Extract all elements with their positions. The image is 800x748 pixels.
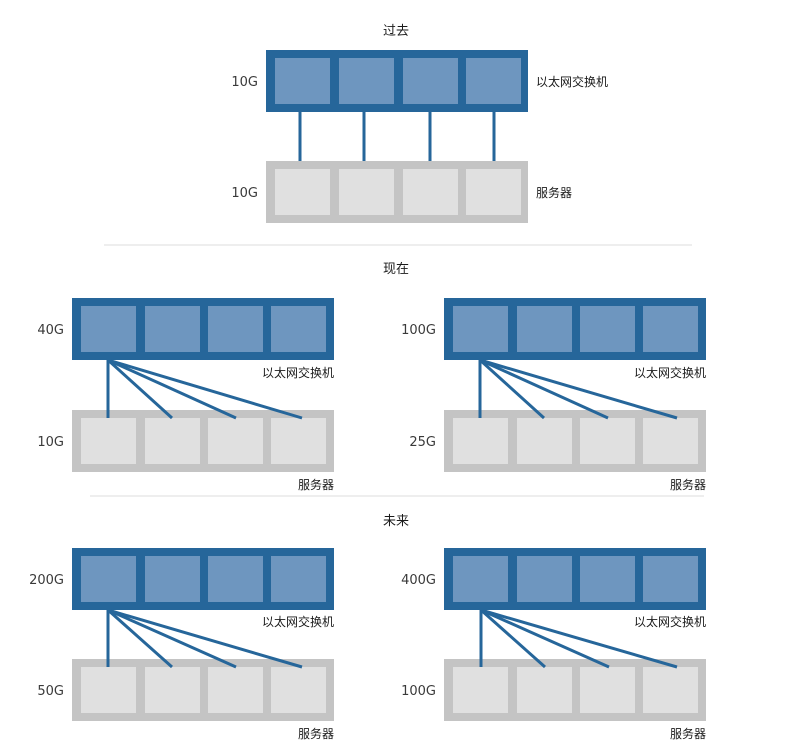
now-left-server xyxy=(72,410,334,472)
future-right-server-label: 服务器 xyxy=(670,726,706,741)
link-line xyxy=(480,608,546,669)
section-title-now: 现在 xyxy=(383,262,409,277)
link-line xyxy=(107,608,237,669)
future-left-server xyxy=(72,659,334,721)
switch-port xyxy=(580,556,635,602)
server-port xyxy=(145,667,200,713)
server-port xyxy=(466,169,521,215)
now-right-server xyxy=(444,410,706,472)
future-left-switch-speed: 200G xyxy=(29,573,64,588)
link-line xyxy=(478,358,546,420)
future-right-links xyxy=(479,608,678,669)
link-line xyxy=(107,358,303,420)
server-port xyxy=(271,418,326,464)
future-right-switch-label: 以太网交换机 xyxy=(634,614,706,629)
now-left-server-speed: 10G xyxy=(37,435,64,450)
past-server xyxy=(266,161,528,223)
switch-port xyxy=(208,556,263,602)
server-port xyxy=(453,667,508,713)
switch-port xyxy=(466,58,521,104)
future-left-links xyxy=(106,608,303,669)
server-port xyxy=(271,667,326,713)
switch-port xyxy=(145,306,200,352)
past-links xyxy=(298,112,496,169)
switch-port xyxy=(403,58,458,104)
switch-port xyxy=(453,306,508,352)
switch-port xyxy=(275,58,330,104)
switch-port xyxy=(517,306,572,352)
now-right-switch-label: 以太网交换机 xyxy=(634,365,706,380)
future-left-switch-label: 以太网交换机 xyxy=(262,614,334,629)
past-switch-speed: 10G xyxy=(231,75,258,90)
future-right-server xyxy=(444,659,706,721)
server-port xyxy=(517,418,572,464)
server-port xyxy=(403,169,458,215)
now-left-switch xyxy=(72,298,334,360)
link-line xyxy=(480,608,610,669)
server-port xyxy=(208,667,263,713)
switch-port xyxy=(271,306,326,352)
now-right-switch-speed: 100G xyxy=(401,323,436,338)
now-left-links xyxy=(106,358,303,420)
now-left-switch-speed: 40G xyxy=(37,323,64,338)
server-port xyxy=(81,667,136,713)
now-right-server-label: 服务器 xyxy=(670,477,706,492)
now-left-switch-label: 以太网交换机 xyxy=(262,365,334,380)
switch-port xyxy=(271,556,326,602)
server-port xyxy=(339,169,394,215)
switch-port xyxy=(580,306,635,352)
future-right-switch xyxy=(444,548,706,610)
switch-port xyxy=(145,556,200,602)
past-switch xyxy=(266,50,528,112)
server-port xyxy=(580,418,635,464)
link-line xyxy=(107,608,303,669)
switch-port xyxy=(81,556,136,602)
server-port xyxy=(81,418,136,464)
now-right-switch xyxy=(444,298,706,360)
switch-port xyxy=(453,556,508,602)
future-left-server-label: 服务器 xyxy=(298,726,334,741)
switch-port xyxy=(643,306,698,352)
switch-port xyxy=(81,306,136,352)
now-right-links xyxy=(478,358,678,420)
link-line xyxy=(106,358,174,420)
link-line xyxy=(479,358,609,420)
link-line xyxy=(107,608,173,669)
server-port xyxy=(275,169,330,215)
now-left-server-label: 服务器 xyxy=(298,477,334,492)
switch-port xyxy=(517,556,572,602)
link-line xyxy=(107,358,237,420)
future-right-switch-speed: 400G xyxy=(401,573,436,588)
section-title-past: 过去 xyxy=(383,24,409,39)
future-left-server-speed: 50G xyxy=(37,684,64,699)
switch-port xyxy=(643,556,698,602)
now-right-server-speed: 25G xyxy=(409,435,436,450)
section-title-future: 未来 xyxy=(383,514,409,529)
past-switch-label: 以太网交换机 xyxy=(536,74,608,89)
server-port xyxy=(643,667,698,713)
future-left-switch xyxy=(72,548,334,610)
server-port xyxy=(643,418,698,464)
server-port xyxy=(208,418,263,464)
switch-port xyxy=(339,58,394,104)
server-port xyxy=(517,667,572,713)
server-port xyxy=(453,418,508,464)
server-port xyxy=(145,418,200,464)
link-line xyxy=(480,608,678,669)
switch-port xyxy=(208,306,263,352)
server-port xyxy=(580,667,635,713)
link-line xyxy=(479,358,678,420)
past-server-speed: 10G xyxy=(231,186,258,201)
past-server-label: 服务器 xyxy=(536,185,572,200)
future-right-server-speed: 100G xyxy=(401,684,436,699)
